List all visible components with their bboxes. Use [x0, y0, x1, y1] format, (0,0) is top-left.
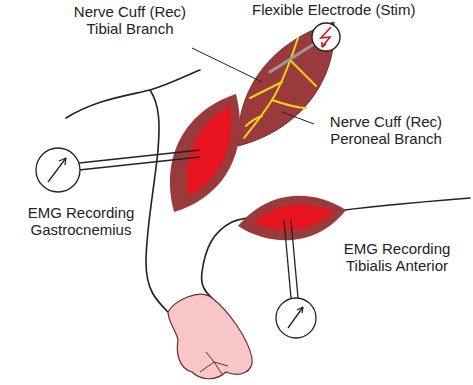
leader-line — [192, 48, 262, 82]
stimulator-symbol — [312, 23, 340, 51]
emg-label: EMG Recording Tibialis Anterior — [326, 240, 468, 274]
toes — [200, 352, 228, 374]
foot — [168, 294, 252, 378]
nerve-branches — [244, 38, 316, 138]
electrode-label: Flexible Electrode (Stim) — [252, 1, 467, 18]
leader-line — [282, 112, 314, 124]
cuff-label: Nerve Cuff (Rec) Peroneal Branch — [316, 113, 456, 147]
tibialis-core — [254, 205, 334, 231]
flexible-electrode — [270, 44, 314, 72]
emg-label: EMG Recording Gastrocnemius — [6, 204, 156, 238]
lightning-symbol — [321, 27, 331, 47]
emg-meter — [276, 220, 316, 338]
emg-meter — [36, 148, 200, 192]
lightning-head — [322, 42, 326, 47]
cuff-label: Nerve Cuff (Rec) Tibial Branch — [62, 3, 198, 37]
gastrocnemius-muscle — [170, 94, 240, 212]
